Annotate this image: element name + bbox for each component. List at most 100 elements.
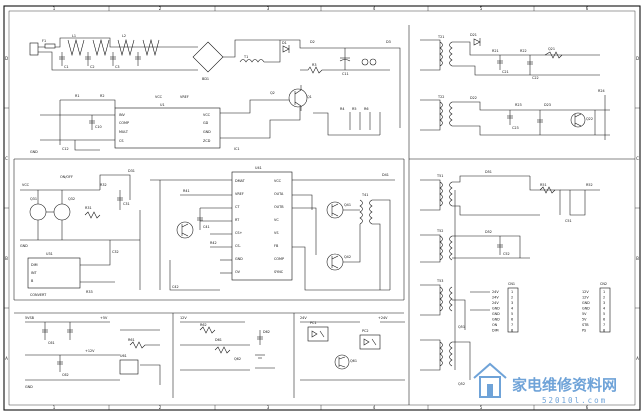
mc-ic-pin-rt: RT — [235, 218, 240, 222]
grid-col-4-bottom: 4 — [373, 405, 376, 410]
label-q31: Q31 — [30, 197, 37, 201]
label-ic1: IC1 — [234, 147, 240, 151]
mc-ic-pin-ct: CT — [235, 205, 240, 209]
label-u41: U41 — [255, 166, 262, 170]
mid-center-section: DMAT VREF CT RT CS+ CS- GND OV VCC OUTA … — [150, 166, 395, 291]
ml-ic-pin-int: INT — [31, 271, 38, 275]
label-q22: Q22 — [586, 117, 593, 121]
mc-ic-pin-fb: FB — [274, 244, 279, 248]
bottom-ic — [119, 359, 139, 375]
mc-ic-pin-vc: VC — [274, 218, 279, 222]
label-r2: R2 — [100, 94, 105, 98]
pfc-ic-pin-gnd: GND — [203, 130, 211, 134]
cn2-pin-8: 8 — [603, 329, 605, 333]
label-convert: CONVERT — [30, 293, 47, 297]
label-c52: C52 — [503, 252, 510, 256]
grid-row-d: D — [5, 56, 8, 61]
mc-ic-pin-vs: VS — [274, 231, 278, 235]
label-c2: C2 — [90, 65, 95, 69]
cn1-pin-7: 7 — [511, 323, 513, 327]
top-right-section: D21 Q21 T21 R21 R22 C21 C22 D22 Q22 T22 … — [420, 33, 610, 140]
grid-col-4: 4 — [373, 6, 376, 11]
cn1-signal-4: GND — [492, 307, 500, 311]
label-q21: Q21 — [548, 47, 555, 51]
label-u61: U61 — [120, 354, 127, 358]
right-section: 1 2 3 4 5 6 7 8 1 2 3 4 5 6 7 8 24V 24V … — [420, 170, 611, 386]
mid-center-ic — [231, 171, 293, 281]
label-t21: T21 — [437, 35, 444, 39]
label-q62: Q62 — [234, 357, 241, 361]
label-r51: R51 — [540, 183, 547, 187]
label-f1: F1 — [42, 39, 46, 43]
label-t52: T52 — [436, 229, 443, 233]
label-vcc: VCC — [155, 95, 163, 99]
cn2-signal-6: 5V — [582, 318, 587, 322]
pfc-ic-pin-comp: COMP — [119, 121, 129, 125]
label-r24: R24 — [598, 89, 605, 93]
cn1-pin-3: 3 — [511, 301, 513, 305]
label-r5: R5 — [352, 107, 357, 111]
grid-col-3: 3 — [267, 6, 270, 11]
label-pc1: PC1 — [310, 321, 317, 325]
pfc-ic-pin-mult: MULT — [119, 130, 129, 134]
mc-ic-pin-vcc: VCC — [274, 179, 282, 183]
ml-ic-pin-dim: DIM — [31, 263, 38, 267]
cn1-pin-4: 4 — [511, 307, 513, 311]
grid-row-d-right: D — [636, 56, 639, 61]
grid-row-b-right: B — [636, 256, 639, 261]
mc-ic-pin-sync: SYNC — [274, 270, 284, 274]
mc-ic-pin-cs-plus: CS+ — [235, 231, 243, 235]
label-c23: C23 — [512, 126, 519, 130]
grid-col-6-bottom: 6 — [586, 405, 589, 410]
label-c21: C21 — [502, 70, 509, 74]
label-cn2: CN2 — [600, 282, 607, 286]
grid-row-b: B — [5, 256, 8, 261]
pfc-ic-pin-cs: CS — [119, 139, 124, 143]
mc-ic-pin-comp: COMP — [274, 257, 284, 261]
grid-col-1-bottom: 1 — [53, 405, 56, 410]
connector-cn2 — [599, 287, 611, 333]
cn2-signal-2: 12V — [582, 296, 589, 300]
grid-col-1: 1 — [53, 6, 56, 11]
label-u31: U31 — [46, 252, 53, 256]
label-t51: T51 — [436, 174, 443, 178]
label-r22: R22 — [520, 49, 527, 53]
cn1-pin-6: 6 — [511, 318, 513, 322]
bottom-section: +5V +12V +24V R61 R62 C61 C62 Q61 Q62 U6… — [25, 316, 405, 389]
label-c31: C31 — [123, 202, 130, 206]
grid-ruler: 1 2 3 4 5 6 1 2 3 4 5 6 D C B A D C B A — [4, 6, 640, 410]
label-l2: L2 — [122, 34, 126, 38]
label-q52: Q52 — [458, 382, 465, 386]
cn1-signal-8: DIM — [492, 329, 499, 333]
label-5vsb: 5VSB — [25, 316, 35, 320]
cn2-signal-1: 12V — [582, 290, 589, 294]
label-ml-gnd: GND — [20, 244, 28, 248]
label-plus-5v: +5V — [100, 316, 108, 320]
label-r1: R1 — [75, 94, 80, 98]
label-c51: C51 — [565, 219, 572, 223]
label-r41: R41 — [183, 189, 190, 193]
cn1-signal-5: GND — [492, 312, 500, 316]
label-d51: D51 — [485, 170, 492, 174]
grid-col-2: 2 — [159, 6, 162, 11]
label-q42: Q42 — [344, 255, 351, 259]
label-on-off: ON/OFF — [60, 175, 73, 179]
label-l1: L1 — [72, 34, 76, 38]
label-q61: Q61 — [350, 359, 357, 363]
label-d61: D61 — [215, 338, 222, 342]
label-r33: R33 — [86, 290, 93, 294]
mc-ic-pin-vref: VREF — [235, 192, 244, 196]
label-d62: D62 — [263, 330, 270, 334]
mc-ic-pin-dmat: DMAT — [235, 179, 246, 183]
mc-ic-pin-cs-minus: CS- — [235, 244, 242, 248]
grid-row-c-right: C — [636, 156, 639, 161]
label-r4: R4 — [340, 107, 345, 111]
grid-row-c: C — [5, 156, 8, 161]
mid-left-ic — [27, 257, 81, 289]
label-d21: D21 — [470, 33, 477, 37]
grid-row-a-right: A — [636, 356, 639, 361]
section-dividers — [13, 25, 635, 405]
mc-ic-pin-outb: OUTB — [274, 205, 284, 209]
cn2-signal-3: GND — [582, 301, 590, 305]
